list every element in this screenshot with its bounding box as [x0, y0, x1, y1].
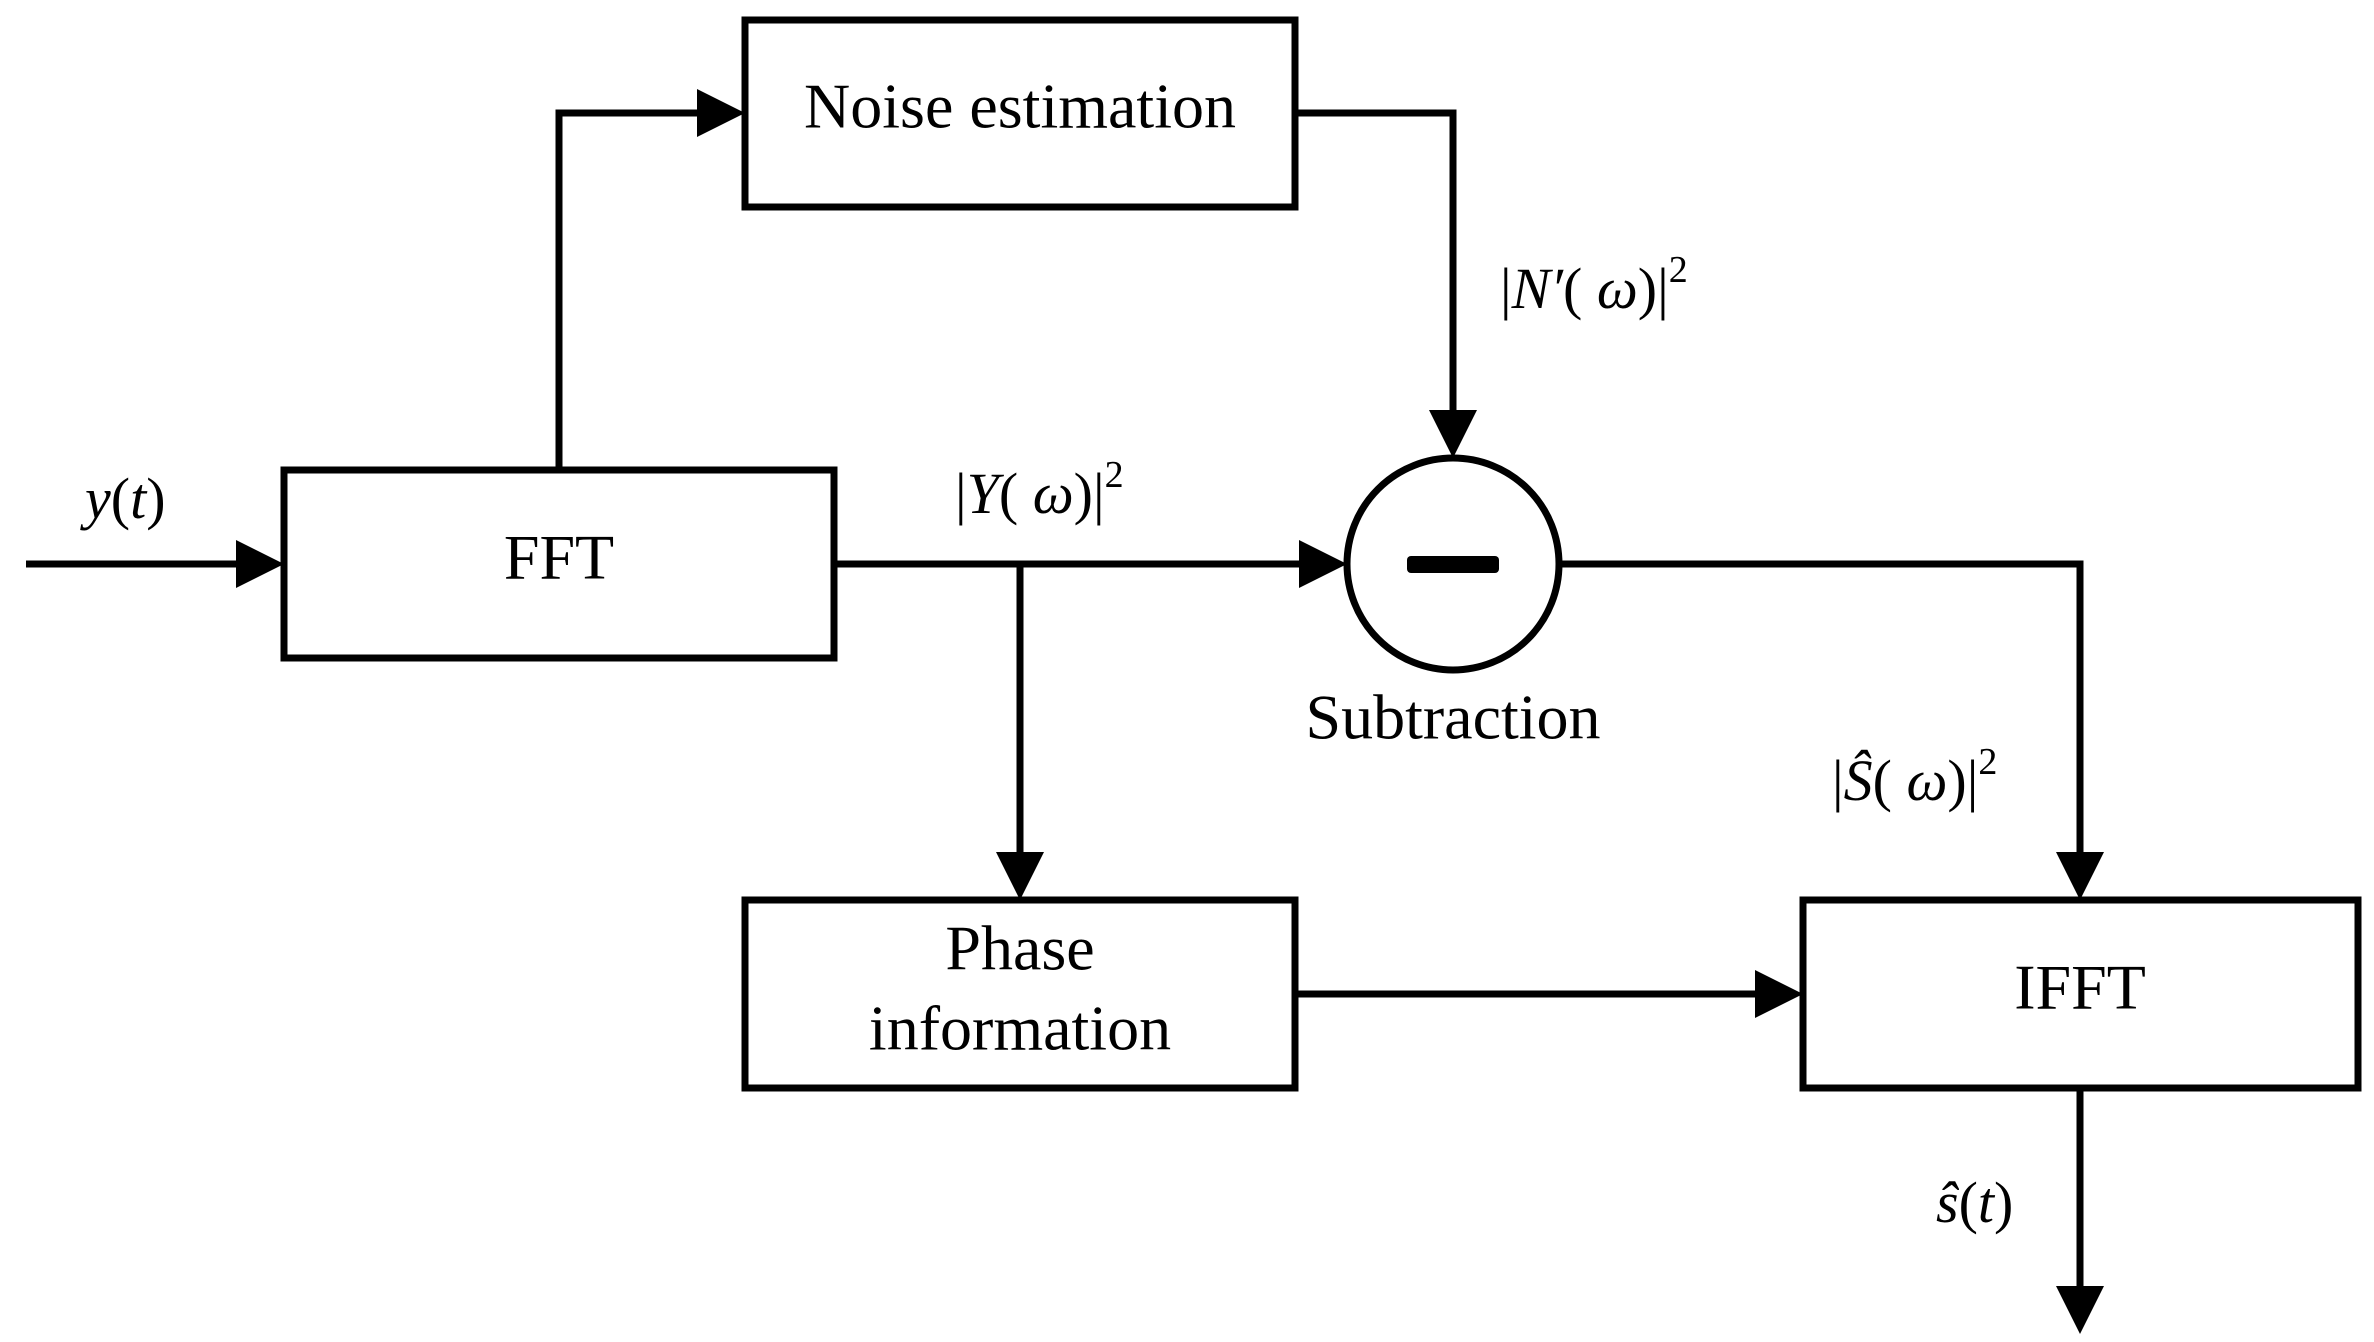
noise-power-label: |N′( ω)|2 [1500, 249, 1688, 321]
noise-estimation-label: Noise estimation [804, 71, 1236, 142]
phase-label-line1: Phase [945, 913, 1094, 984]
input-arrow [26, 540, 284, 588]
subtraction-node: Subtraction [1305, 454, 1601, 753]
ifft-label: IFFT [2014, 952, 2146, 1023]
output-arrow [2056, 1088, 2104, 1334]
phase-to-ifft-arrow [1295, 970, 1803, 1018]
output-signal-label: ŝ(t) [1936, 1170, 2013, 1235]
fft-label: FFT [504, 522, 614, 593]
input-signal-label: y(t) [80, 466, 166, 531]
subtraction-label: Subtraction [1305, 682, 1600, 753]
phase-label-line2: information [869, 993, 1171, 1064]
ifft-block: IFFT [1799, 896, 2362, 1092]
branch-to-phase-information-arrow [996, 564, 1044, 900]
subtraction-to-ifft-arrow [1559, 560, 2104, 900]
phase-information-block: Phase information [741, 896, 1299, 1092]
clean-power-label: |Ŝ( ω)|2 [1832, 741, 1997, 813]
noise-estimation-to-subtraction-arrow [1295, 109, 1477, 458]
noisy-power-label: |Y( ω)|2 [955, 454, 1124, 526]
fft-to-subtraction-arrow [834, 540, 1347, 588]
noise-estimation-block: Noise estimation [741, 16, 1299, 211]
fft-block: FFT [280, 466, 838, 662]
fft-to-noise-estimation-arrow [555, 89, 745, 470]
minus-sign-icon [1407, 556, 1499, 573]
